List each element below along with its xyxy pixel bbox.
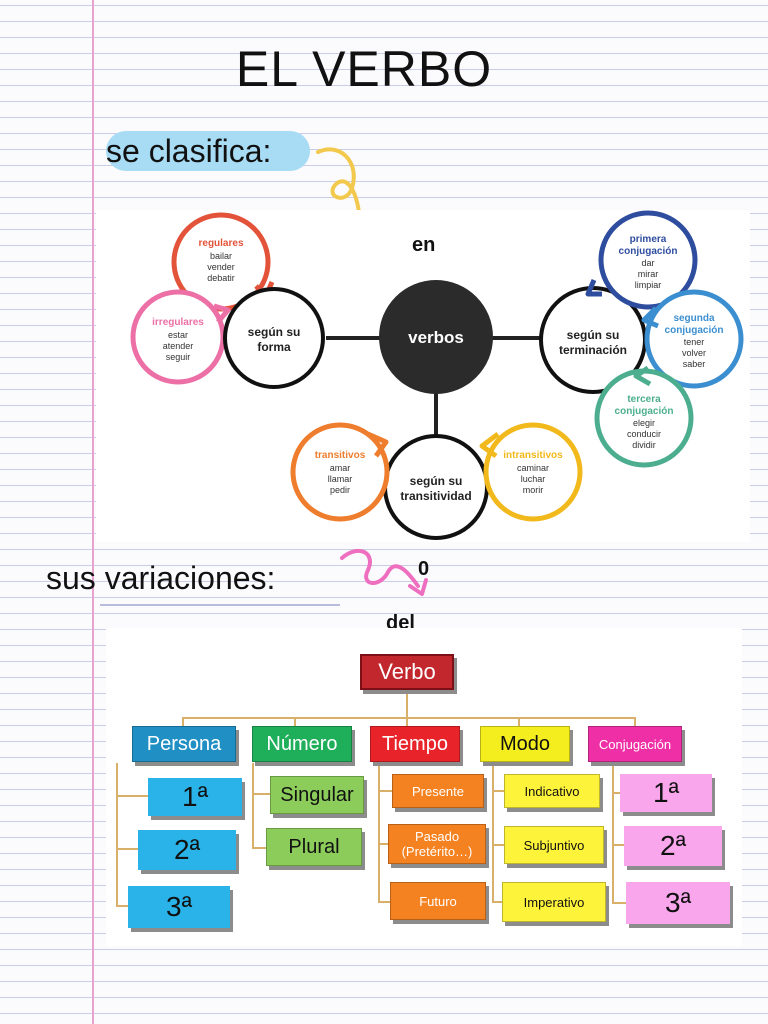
notebook-margin-line (92, 0, 94, 1024)
heading-underline (100, 604, 340, 606)
pink-squiggle-arrow-icon (340, 548, 428, 596)
intransitivos-example: luchar (521, 474, 546, 484)
segunda-example: volver (682, 348, 706, 358)
tree-item-persona: 2ª (138, 830, 236, 870)
terminacion-hub-label: terminación (559, 343, 627, 357)
tree-item-tiempo: Futuro (390, 882, 486, 920)
segunda-conjugacion-node: segunda conjugación tener volver saber (641, 289, 744, 389)
regulares-example: bailar (210, 251, 232, 261)
segunda-example: tener (684, 337, 705, 347)
primera-example: mirar (638, 269, 659, 279)
irregulares-example: seguir (166, 352, 191, 362)
tree-item-modo: Indicativo (504, 774, 600, 808)
tercera-title: tercera (627, 394, 661, 405)
forma-hub: según su forma (223, 287, 325, 389)
section-heading-variaciones: sus variaciones: (46, 560, 276, 596)
tree-root: Verbo (360, 654, 454, 690)
tree-item-modo: Subjuntivo (504, 826, 604, 864)
tercera-conjugacion-node: tercera conjugación elegir conducir divi… (594, 365, 694, 468)
connector-en: en (412, 234, 436, 256)
tree-item-conjugacion: 2ª (624, 826, 722, 866)
primera-title: primera (630, 234, 667, 245)
center-label: verbos (408, 328, 464, 347)
intransitivos-example: caminar (517, 463, 549, 473)
terminacion-hub-label: según su (567, 328, 620, 342)
primera-title: conjugación (619, 246, 678, 257)
tree-item-numero: Singular (270, 776, 364, 814)
section-heading-clasifica: se clasifica: (106, 133, 272, 169)
transitivos-example: amar (330, 463, 351, 473)
primera-example: dar (641, 258, 654, 268)
segunda-title: segunda (673, 313, 715, 324)
transitivos-title: transitivos (315, 450, 366, 461)
tree-item-numero: Plural (266, 828, 362, 866)
tree-header-tiempo: Tiempo (370, 726, 460, 762)
primera-example: limpiar (635, 280, 662, 290)
tree-item-conjugacion: 1ª (620, 774, 712, 812)
tree-item-modo: Imperativo (502, 882, 606, 922)
segunda-example: saber (683, 359, 706, 369)
mindmap-panel: regulares bailar vender debatir irregula… (96, 210, 750, 542)
segunda-title: conjugación (665, 325, 724, 336)
primera-conjugacion-node: primera conjugación dar mirar limpiar (585, 210, 698, 310)
transitividad-hub: según su transitividad (383, 434, 489, 540)
forma-hub-label: forma (257, 340, 291, 354)
tree-item-tiempo: Pasado (Pretérito…) (388, 824, 486, 864)
transitivos-example: pedir (330, 485, 350, 495)
irregulares-title: irregulares (152, 317, 204, 328)
regulares-example: vender (207, 262, 235, 272)
intransitivos-title: intransitivos (503, 450, 563, 461)
transitividad-hub-label: según su (410, 474, 463, 488)
connector-o: 0 (418, 558, 430, 580)
tree-header-conjugacion: Conjugación (588, 726, 682, 762)
page-title: EL VERBO (235, 41, 493, 97)
transitivos-example: llamar (328, 474, 353, 484)
tercera-example: conducir (627, 429, 661, 439)
tree-header-persona: Persona (132, 726, 236, 762)
regulares-title: regulares (198, 238, 243, 249)
irregulares-node: irregulares estar atender seguir (130, 289, 231, 385)
transitividad-hub-label: transitividad (400, 489, 471, 503)
tercera-example: elegir (633, 418, 655, 428)
mindmap-diagram: regulares bailar vender debatir irregula… (130, 210, 744, 540)
tree-item-tiempo: Presente (392, 774, 484, 808)
tercera-example: dividir (632, 440, 656, 450)
tercera-title: conjugación (615, 406, 674, 417)
transitivos-node: transitivos amar llamar pedir (290, 422, 390, 522)
intransitivos-example: morir (523, 485, 544, 495)
irregulares-example: estar (168, 330, 188, 340)
highlight-pill (106, 131, 310, 171)
forma-hub-label: según su (248, 325, 301, 339)
tree-panel: Verbo Persona Número Tiempo Modo Conjuga… (106, 628, 742, 946)
tree-item-persona: 1ª (148, 778, 242, 816)
irregulares-example: atender (163, 341, 194, 351)
tree-header-modo: Modo (480, 726, 570, 762)
tree-item-conjugacion: 3ª (626, 882, 730, 924)
tree-header-numero: Número (252, 726, 352, 762)
verbos-center-node: verbos (379, 280, 493, 394)
tree-item-persona: 3ª (128, 886, 230, 928)
regulares-example: debatir (207, 273, 235, 283)
intransitivos-node: intransitivos caminar luchar morir (479, 422, 583, 522)
